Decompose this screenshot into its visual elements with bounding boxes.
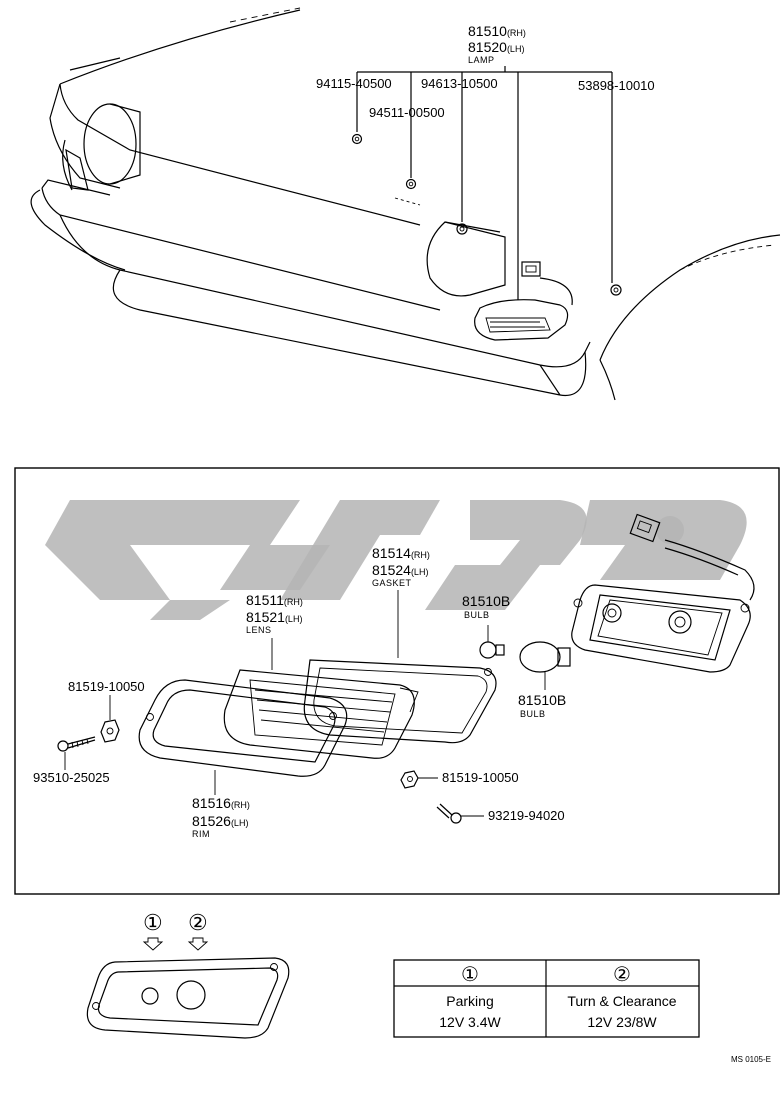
part-94115-40500: 94115-40500 <box>316 76 392 91</box>
diagram-code: MS 0105-E <box>731 1055 771 1064</box>
svg-text:81524(LH): 81524(LH) <box>372 562 428 578</box>
lens-label: 81511(RH) 81521(LH) LENS <box>246 592 303 635</box>
watermark-logo <box>45 500 747 620</box>
marker-2: ② <box>188 910 208 935</box>
lamp-lh-number: 81520 <box>468 39 507 55</box>
svg-text:BULB: BULB <box>464 610 490 620</box>
hardware-94613 <box>456 223 468 235</box>
nut-left-label: 81519-10050 <box>68 679 145 694</box>
bulb-small <box>479 641 505 659</box>
bulb-position-markers: ① ② <box>142 910 209 951</box>
lamp-rh-suffix: (RH) <box>507 28 526 38</box>
part-94511-00500: 94511-00500 <box>369 105 445 120</box>
spec-1-name: Parking <box>446 993 493 1009</box>
screw-right-label: 93219-94020 <box>488 808 565 823</box>
exploded-view-frame <box>14 467 780 895</box>
top-leader-lines <box>356 66 613 300</box>
svg-text:81514(RH): 81514(RH) <box>372 545 430 561</box>
spec-2-name: Turn & Clearance <box>567 993 676 1009</box>
svg-text:81526(LH): 81526(LH) <box>192 813 248 829</box>
bulb-large-label: 81510B BULB <box>518 692 566 719</box>
lamp-label: 81510(RH) 81520(LH) LAMP <box>468 23 526 65</box>
nut-right-label: 81519-10050 <box>442 770 519 785</box>
svg-text:81511(RH): 81511(RH) <box>246 592 303 608</box>
table-marker-1: ① <box>461 964 479 986</box>
table-marker-2: ② <box>613 964 631 986</box>
svg-text:81521(LH): 81521(LH) <box>246 609 302 625</box>
part-94613-10500: 94613-10500 <box>421 76 498 91</box>
svg-text:81510(RH): 81510(RH) <box>468 23 526 39</box>
nut-left <box>100 719 120 743</box>
gasket <box>303 659 497 744</box>
lens <box>223 669 419 759</box>
svg-text:81520(LH): 81520(LH) <box>468 39 524 55</box>
part-53898-10010: 53898-10010 <box>578 78 655 93</box>
exploded-leader-lines <box>64 590 546 817</box>
bulb-large <box>519 641 571 673</box>
svg-text:GASKET: GASKET <box>372 578 412 588</box>
hardware-94511 <box>394 178 421 206</box>
left-headlamp <box>83 103 137 185</box>
spec-2-rating: 12V 23/8W <box>587 1014 657 1030</box>
spec-1-rating: 12V 3.4W <box>439 1014 501 1030</box>
lamp-rh-number: 81510 <box>468 23 507 39</box>
svg-text:BULB: BULB <box>520 709 546 719</box>
bulb-small-label: 81510B BULB <box>462 593 510 620</box>
nut-right <box>400 770 419 789</box>
lamp-assembly-installed <box>474 261 573 341</box>
rim <box>138 679 348 777</box>
hardware-53898 <box>610 284 622 296</box>
bulb-spec-table: ① ② Parking 12V 3.4W Turn & Clearance 12… <box>393 959 700 1038</box>
screw-left-label: 93510-25025 <box>33 770 110 785</box>
lamp-lh-suffix: (LH) <box>507 44 525 54</box>
svg-text:RIM: RIM <box>192 829 210 839</box>
lamp-housing <box>571 513 755 673</box>
svg-text:81510B: 81510B <box>518 692 566 708</box>
lamp-name: LAMP <box>468 55 495 65</box>
right-headlamp <box>426 221 506 297</box>
screw-left <box>57 736 96 752</box>
marker-1: ① <box>143 910 163 935</box>
car-front-illustration <box>30 7 781 401</box>
svg-text:LENS: LENS <box>246 625 272 635</box>
svg-text:81510B: 81510B <box>462 593 510 609</box>
rim-label: 81516(RH) 81526(LH) RIM <box>192 795 250 839</box>
housing-detail <box>86 957 290 1039</box>
gasket-label: 81514(RH) 81524(LH) GASKET <box>372 545 430 588</box>
hardware-94115 <box>351 133 363 145</box>
screw-right <box>436 803 462 824</box>
svg-text:81516(RH): 81516(RH) <box>192 795 250 811</box>
